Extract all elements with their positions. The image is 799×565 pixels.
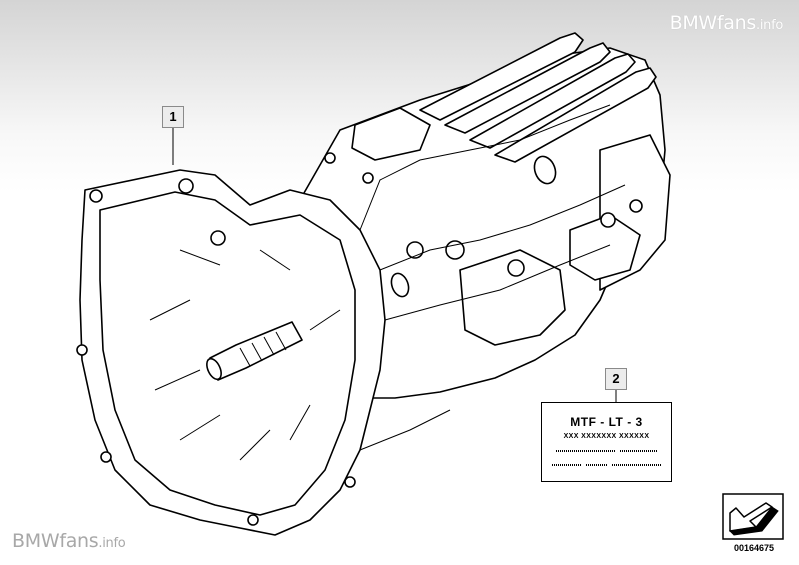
watermark-bottom-suffix: .info bbox=[98, 536, 126, 551]
label-plate-line-4 bbox=[586, 464, 608, 466]
callout-2[interactable]: 2 bbox=[605, 368, 627, 390]
mtf-label-plate: MTF - LT - 3 XXX XXXXXXX XXXXXX bbox=[541, 402, 672, 482]
watermark-top: BMWfans.info bbox=[669, 12, 784, 34]
callout-1[interactable]: 1 bbox=[162, 106, 184, 128]
label-plate-line-2 bbox=[620, 450, 658, 452]
shift-rail-3 bbox=[469, 53, 636, 149]
watermark-top-suffix: .info bbox=[755, 18, 783, 33]
shift-rail-4 bbox=[494, 67, 657, 163]
shift-rail-2 bbox=[444, 42, 611, 134]
label-plate-line-3 bbox=[552, 464, 582, 466]
label-plate-code: XXX XXXXXXX XXXXXX bbox=[563, 433, 650, 440]
shift-rail-1 bbox=[419, 32, 584, 121]
label-plate-line-5 bbox=[612, 464, 662, 466]
watermark-bottom-brand: BMWfans bbox=[12, 530, 99, 552]
watermark-top-brand: BMWfans bbox=[669, 12, 757, 34]
folded-arrow-corner-icon bbox=[722, 493, 784, 540]
watermark-bottom: BMWfans.info bbox=[12, 530, 126, 552]
label-plate-title: MTF - LT - 3 bbox=[570, 415, 643, 429]
label-plate-line-1 bbox=[556, 450, 616, 452]
reference-number: 00164675 bbox=[733, 543, 775, 553]
